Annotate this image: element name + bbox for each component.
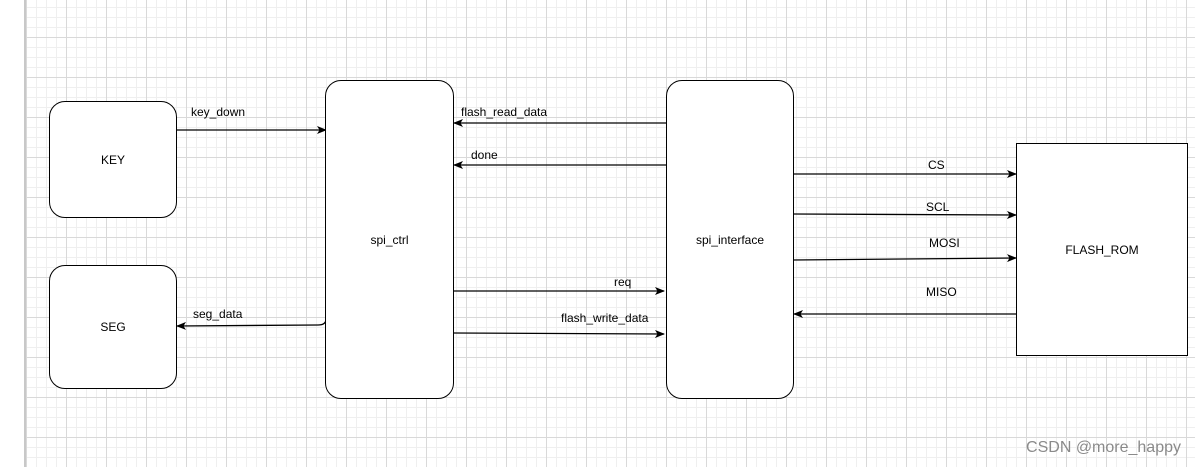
spi-interface-block: spi_interface bbox=[666, 80, 794, 399]
flash-read-data-label: flash_read_data bbox=[461, 105, 548, 119]
seg-block-label: SEG bbox=[100, 320, 126, 334]
scl-label: SCL bbox=[926, 200, 950, 214]
spi-interface-block-label: spi_interface bbox=[695, 232, 765, 247]
cs-label: CS bbox=[928, 158, 945, 172]
key-block: KEY bbox=[49, 101, 177, 218]
seg-data-label: seg_data bbox=[193, 307, 243, 321]
mosi-arrow bbox=[792, 254, 1017, 263]
csdn-watermark: CSDN @more_happy bbox=[1026, 439, 1181, 456]
seg-block: SEG bbox=[49, 265, 177, 389]
flash-write-data-arrow bbox=[453, 329, 665, 338]
page-left-border bbox=[24, 0, 26, 467]
req-label: req bbox=[614, 275, 632, 289]
mosi-label: MOSI bbox=[929, 236, 960, 250]
done-label: done bbox=[471, 148, 498, 162]
spi-ctrl-block: spi_ctrl bbox=[325, 80, 454, 399]
flash-rom-block: FLASH_ROM bbox=[1016, 143, 1188, 356]
flash-rom-block-label: FLASH_ROM bbox=[1065, 242, 1139, 257]
grid-canvas bbox=[26, 0, 1195, 467]
flash-write-data-label: flash_write_data bbox=[561, 311, 649, 325]
key-block-label: KEY bbox=[100, 152, 125, 167]
key-down-label: key_down bbox=[191, 105, 246, 119]
miso-label: MISO bbox=[926, 285, 957, 299]
scl-arrow bbox=[792, 210, 1017, 219]
spi-ctrl-block-label: spi_ctrl bbox=[370, 232, 409, 247]
